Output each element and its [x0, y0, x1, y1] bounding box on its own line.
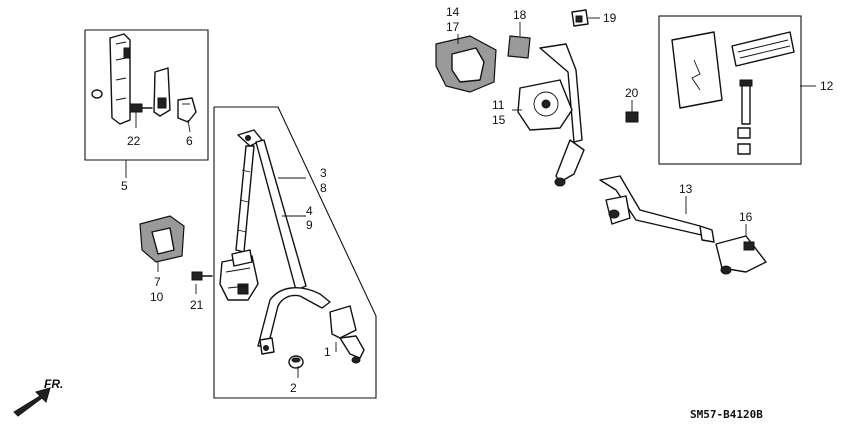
group-5-frame — [84, 29, 209, 161]
callout-2: 2 — [290, 381, 297, 395]
callout-16: 16 — [739, 210, 753, 224]
callout-13: 13 — [679, 182, 693, 196]
bolt-part-20 — [625, 111, 639, 123]
callout-21: 21 — [190, 298, 204, 312]
callout-15: 15 — [492, 113, 506, 127]
front-direction-label: FR. — [44, 377, 63, 391]
callout-5: 5 — [121, 179, 128, 193]
callout-18: 18 — [513, 8, 527, 22]
callout-6: 6 — [186, 134, 193, 148]
group-12-frame — [658, 15, 802, 165]
callout-10: 10 — [150, 290, 164, 304]
slider-plate-part — [153, 67, 171, 117]
callout-12: 12 — [820, 79, 834, 93]
callout-1: 1 — [324, 345, 331, 359]
belt-retractor — [219, 249, 259, 301]
callout-8: 8 — [320, 181, 327, 195]
belt-assembly-frame — [213, 106, 377, 399]
callout-4: 4 — [306, 204, 313, 218]
callout-11: 11 — [492, 98, 505, 112]
callout-20: 20 — [625, 86, 639, 100]
bolt-part-22 — [129, 103, 153, 113]
cover-part-7 — [139, 215, 185, 263]
leader-lines — [125, 17, 816, 378]
washer-part — [91, 89, 103, 99]
belt-guide-bracket — [109, 33, 131, 125]
cap-part-2 — [288, 355, 304, 369]
callout-7: 7 — [154, 275, 161, 289]
bolt-part-21 — [191, 271, 213, 281]
kit-part-12 — [671, 31, 795, 155]
label-part-18 — [507, 35, 531, 59]
callout-3: 3 — [320, 166, 327, 180]
callout-22: 22 — [127, 134, 141, 148]
front-direction-arrow-icon — [13, 387, 51, 417]
clip-part-19 — [571, 9, 589, 27]
callout-17: 17 — [446, 20, 460, 34]
center-belt-part-13 — [599, 175, 715, 243]
clip-part-6 — [177, 97, 197, 123]
buckle-part-16 — [715, 235, 767, 275]
seat-belt-webbing — [235, 129, 307, 291]
diagram-code: SM57-B4120B — [690, 408, 763, 421]
lower-anchor-strap — [257, 287, 331, 355]
cover-part-14 — [435, 35, 497, 93]
callout-19: 19 — [603, 11, 617, 25]
callout-14: 14 — [446, 5, 460, 19]
callout-9: 9 — [306, 218, 313, 232]
buckle-part — [329, 305, 365, 364]
rear-belt-retractor — [517, 43, 585, 187]
